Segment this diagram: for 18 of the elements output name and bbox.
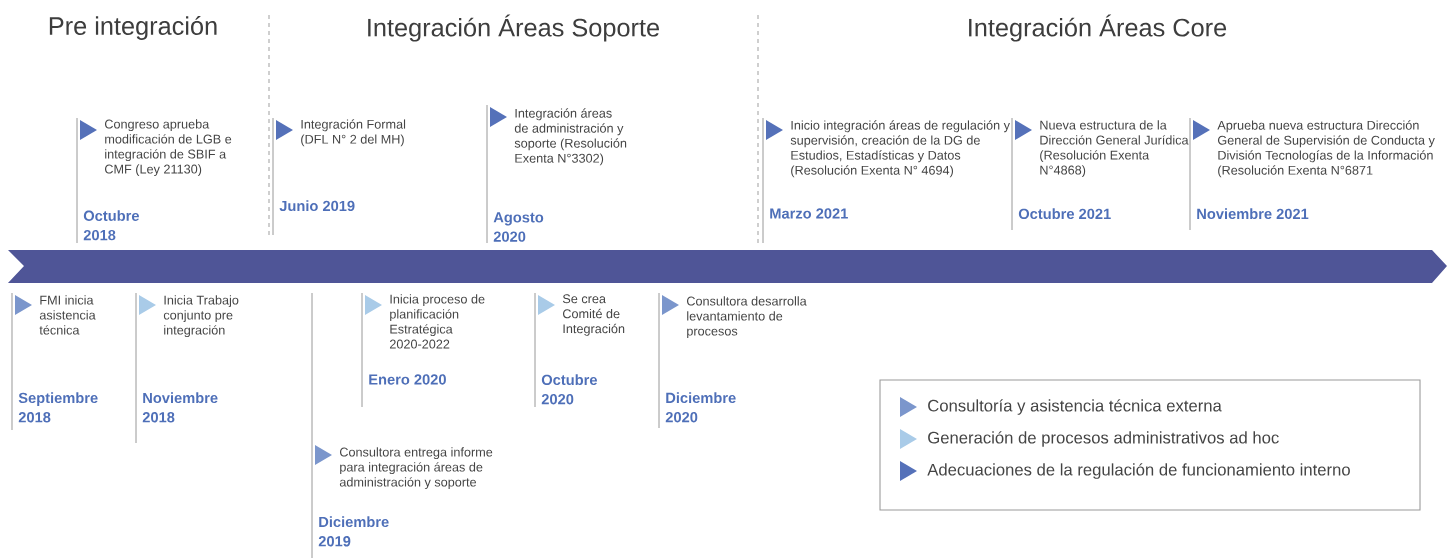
event-entry: Consultora entrega informe para integración áreas de administración y soporte Diciembre 2019 xyxy=(318,447,493,547)
event-entry: Inicia proceso de planificación Estratégica 2020-2022 Enero 2020 xyxy=(369,294,485,385)
event-entry: FMI inicia asistencia técnica Septiembre 2018 xyxy=(18,295,98,423)
phase-title: Integración Áreas Core xyxy=(969,14,1227,42)
event-entry: Integración Formal (DFL N° 2 del MH) Junio 2019 xyxy=(279,119,406,212)
event-entry: Se crea Comité de Integración Octubre 2020 xyxy=(541,294,625,405)
event-entry: Integración áreas de administración y soporte (Resolución Exenta N°3302) Agosto 2020 xyxy=(493,108,627,242)
event-entry: Nueva estructura de la Dirección General Jurídica (Resolución Exenta N°4868) Octubre 2021 xyxy=(1018,120,1189,220)
legend-text: Consultoría y asistencia técnica externa xyxy=(928,399,1222,415)
event-entry: Consultora desarrolla levantamiento de procesos Diciembre 2020 xyxy=(665,296,807,423)
legend-text: Generación de procesos administrativos ad hoc xyxy=(928,431,1279,447)
phase-title: Pre integración xyxy=(49,16,217,40)
phase-title: Integración Áreas Soporte xyxy=(368,14,659,42)
event-entry: Inicia Trabajo conjunto pre integración Noviembre 2018 xyxy=(142,295,239,423)
event-entry: Aprueba nueva estructura Dirección General de Supervisión de Conducta y División Tecnologías de la Información (Resolución Exenta N°6871 Noviembre 2021 xyxy=(1197,120,1435,220)
legend-text: Adecuaciones de la regulación de funcionamiento interno xyxy=(927,463,1350,479)
event-entry: Congreso aprueba modificación de LGB e integración de SBIF a CMF (Ley 21130) Octubre 2018 xyxy=(83,119,232,241)
event-entry: Inicio integración áreas de regulación y supervisión, creación de la DG de Estudios, Estadísticas y Datos (Resolución Exenta N° 4694) Marzo 2021 xyxy=(770,120,1010,219)
